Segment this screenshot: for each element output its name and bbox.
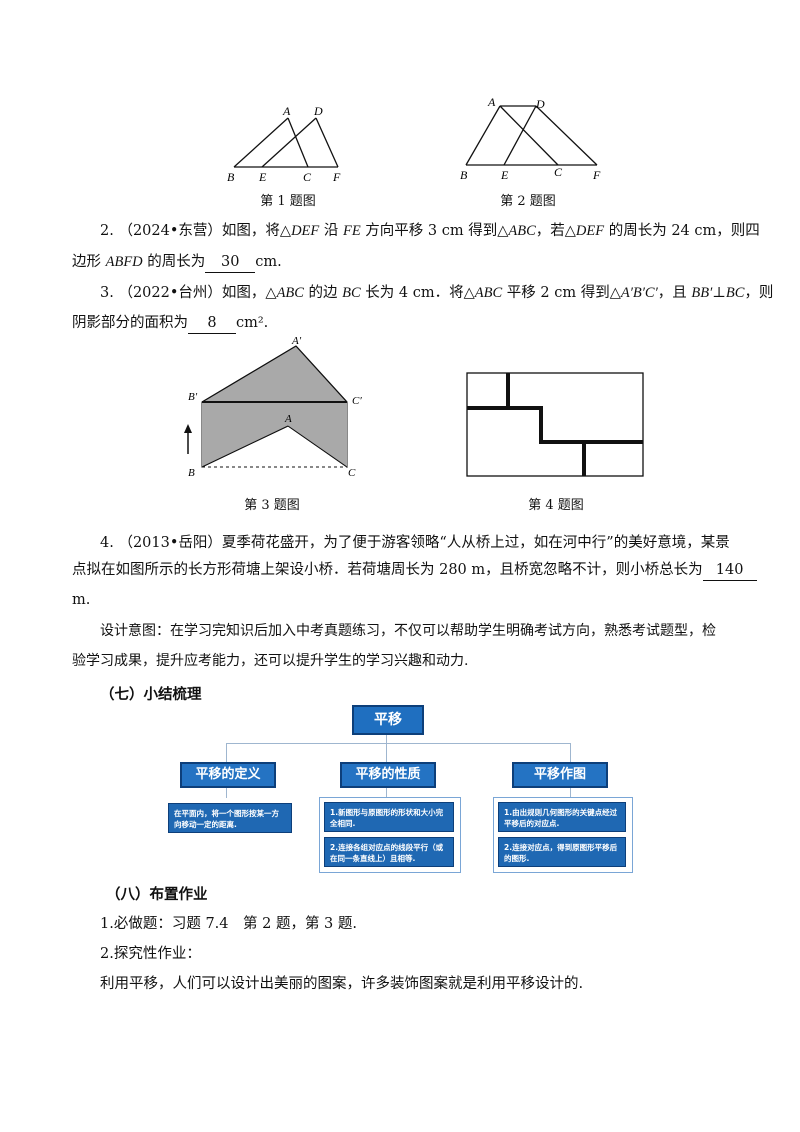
fig2-label-D: D: [535, 97, 545, 111]
q2-answer: 30: [205, 252, 256, 273]
homework-item-2: 2.探究性作业：: [100, 946, 201, 962]
figure-4-diagram: [466, 372, 644, 477]
mindmap-note-property-1: 1.新图形与原图形的形状和大小完全相同.: [324, 802, 454, 832]
mindmap-note-property-2: 2.连接各组对应点的线段平行（或在同一条直线上）且相等.: [324, 837, 454, 867]
mindmap-note-construction-1: 1.由出规则几何图形的关键点经过平移后的对应点.: [498, 802, 626, 832]
q4-line-3: m.: [72, 592, 91, 608]
figure-3-diagram: A′ B′ C′ A B C: [184, 335, 362, 479]
mindmap-branch-definition: 平移的定义: [180, 762, 276, 788]
q2-line-1: 2. （2024•东营）如图，将△DEF 沿 FE 方向平移 3 cm 得到△A…: [100, 223, 760, 239]
homework-item-3: 利用平移，人们可以设计出美丽的图案，许多装饰图案就是利用平移设计的.: [100, 976, 584, 992]
figure-1-diagram: A D B E C F: [227, 104, 341, 184]
homework-item-1: 1.必做题：习题 7.4 第 2 题，第 3 题.: [100, 916, 357, 932]
mindmap-connector: [386, 786, 387, 798]
fig1-label-F: F: [332, 170, 341, 184]
figure-3-caption: 第 3 题图: [244, 498, 300, 513]
q4-line-1: 4. （2013•岳阳）夏季荷花盛开，为了便于游客领略“人从桥上过，如在河中行”…: [100, 535, 730, 551]
fig1-label-E: E: [258, 170, 267, 184]
fig1-label-C: C: [303, 170, 312, 184]
design-intent-line-1: 设计意图：在学习完知识后加入中考真题练习，不仅可以帮助学生明确考试方向，熟悉考试…: [100, 623, 716, 639]
mindmap-branch-properties: 平移的性质: [340, 762, 436, 788]
figure-1-caption: 第 1 题图: [260, 194, 316, 209]
fig1-label-D: D: [313, 104, 323, 118]
fig3-label-A: A: [284, 413, 292, 425]
mindmap-connector: [226, 743, 571, 744]
mindmap-branch-construction: 平移作图: [512, 762, 608, 788]
mindmap-connector: [570, 743, 571, 762]
mindmap-root: 平移: [352, 705, 424, 735]
section-7-heading: （七）小结梳理: [100, 687, 202, 703]
mindmap-connector: [226, 743, 227, 762]
mindmap-note-definition: 在平面内，将一个图形按某一方向移动一定的距离.: [168, 803, 292, 833]
mindmap-connector: [386, 743, 387, 762]
design-intent-line-2: 验学习成果，提升应考能力，还可以提升学生的学习兴趣和动力.: [72, 653, 469, 669]
mindmap-connector: [570, 786, 571, 798]
q3-answer: 8: [188, 313, 236, 334]
fig2-label-C: C: [554, 165, 563, 179]
mindmap-connector: [386, 733, 387, 743]
q4-line-2: 点拟在如图所示的长方形荷塘上架设小桥．若荷塘周长为 280 m，且桥宽忽略不计，…: [72, 560, 757, 581]
fig1-label-B: B: [227, 170, 235, 184]
mindmap-connector: [226, 786, 227, 798]
mindmap-note-construction-2: 2.连接对应点，得到原图形平移后的图形.: [498, 837, 626, 867]
figure-2-diagram: A D B E C F: [460, 95, 601, 182]
fig2-label-B: B: [460, 168, 468, 182]
fig2-label-F: F: [592, 168, 601, 182]
fig2-label-E: E: [500, 168, 509, 182]
fig3-label-Cprime: C′: [352, 395, 362, 407]
figure-4-caption: 第 4 题图: [528, 498, 584, 513]
fig1-label-A: A: [282, 104, 291, 118]
q4-answer: 140: [702, 560, 757, 581]
fig3-label-C: C: [348, 467, 356, 479]
fig3-label-B: B: [188, 467, 195, 479]
figure-2-caption: 第 2 题图: [500, 194, 556, 209]
section-8-heading: （八）布置作业: [106, 887, 208, 903]
fig2-label-A: A: [487, 95, 496, 109]
fig3-label-Aprime: A′: [291, 335, 302, 347]
q3-line-1: 3. （2022•台州）如图，△ABC 的边 BC 长为 4 cm．将△ABC …: [100, 285, 774, 301]
fig3-label-Bprime: B′: [188, 391, 198, 403]
